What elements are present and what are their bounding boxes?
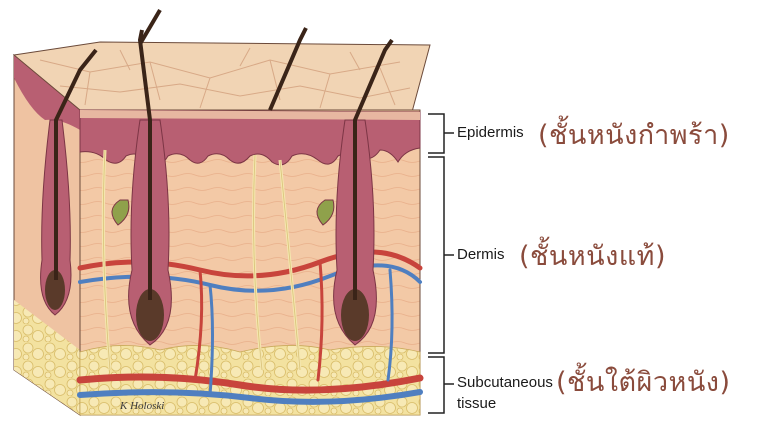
label-subcutaneous-line2: tissue — [457, 395, 496, 412]
label-dermis: Dermis — [457, 246, 505, 263]
artist-signature: K Holoski — [120, 400, 164, 412]
thai-label-epidermis: (ชั้นหนังกำพร้า) — [538, 113, 730, 156]
thai-label-dermis: (ชั้นหนังแท้) — [519, 234, 666, 277]
thai-label-subcutaneous: (ชั้นใต้ผิวหนัง) — [556, 360, 731, 403]
label-epidermis: Epidermis — [457, 124, 524, 141]
label-subcutaneous: Subcutaneous — [457, 374, 553, 391]
layer-brackets — [428, 114, 454, 413]
